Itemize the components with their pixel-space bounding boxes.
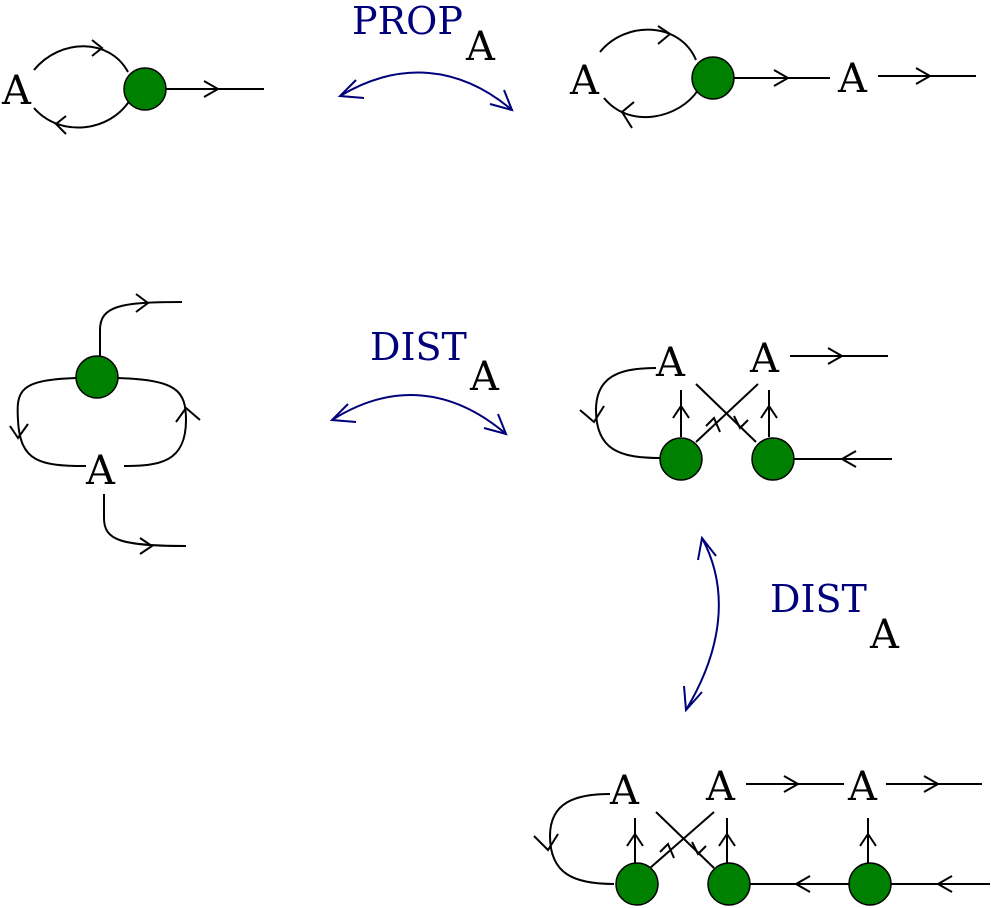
rule-name: DIST (370, 325, 467, 369)
rule-subscript: A (469, 354, 500, 400)
arrowhead (935, 875, 953, 893)
arrowhead (859, 832, 877, 847)
rule-subscript: A (869, 612, 900, 658)
arrowhead (783, 775, 801, 793)
diagram-2: A A (569, 25, 976, 129)
arrowhead (139, 537, 154, 555)
arrowhead (839, 450, 857, 468)
arrowhead (793, 875, 811, 893)
loop-edge-lower (603, 89, 699, 119)
cross-edge (649, 811, 715, 869)
node-label: A (569, 58, 600, 104)
arrowhead-right (483, 413, 508, 436)
arrowhead (626, 832, 644, 847)
arrowhead (827, 347, 845, 365)
rule-name: PROP (352, 0, 463, 43)
rule-name: DIST (770, 577, 867, 621)
vertex-node (751, 437, 795, 481)
arrowhead (9, 423, 29, 440)
loop-edge (548, 793, 615, 885)
arrowhead (533, 833, 559, 852)
arrowhead (760, 404, 778, 419)
arrowhead-right (489, 89, 514, 112)
diagram-1: A (1, 39, 264, 135)
loop-edge-upper (599, 28, 697, 61)
node-label: A (705, 764, 736, 810)
node-label: A (847, 764, 878, 810)
arrowhead (657, 25, 672, 45)
arrowhead (620, 101, 635, 129)
rule-prop: PROP A (337, 0, 514, 112)
arrowhead (672, 404, 690, 419)
double-arrow (331, 394, 507, 435)
out-edge-bottom (103, 494, 187, 547)
arrowhead (773, 69, 791, 87)
arrowhead-left (337, 79, 365, 99)
node-label: A (85, 448, 116, 494)
diagram-3: A (9, 293, 201, 555)
diagram-4: A A (579, 336, 892, 481)
vertex-node (848, 862, 892, 906)
node-label: A (749, 336, 780, 382)
arrowhead (923, 775, 941, 793)
vertex-node (707, 862, 751, 906)
double-arrow (339, 71, 513, 111)
arrowhead (54, 115, 67, 135)
double-arrow (685, 537, 720, 711)
out-edge-top (99, 301, 183, 356)
loop-edge-upper (33, 45, 129, 73)
arrowhead (175, 406, 201, 423)
arrowhead (718, 832, 736, 847)
arrowhead-left (329, 403, 357, 423)
vertex-node (659, 437, 703, 481)
loop-edge-left (16, 377, 87, 467)
arrowhead (203, 80, 221, 98)
node-label: A (837, 56, 868, 102)
arrowhead (579, 405, 605, 424)
arrowhead-bottom (683, 685, 703, 713)
arrowhead (659, 842, 675, 859)
rule-dist-1: DIST A (329, 325, 508, 436)
arrowhead (733, 415, 749, 430)
cross-edge (655, 811, 715, 869)
loop-edge-lower (33, 99, 131, 129)
vertex-node (123, 67, 167, 111)
rule-subscript: A (465, 24, 496, 70)
diagram-5: A A A (533, 764, 990, 906)
node-label: A (1, 68, 32, 114)
rule-dist-2: DIST A (683, 535, 900, 713)
arrowhead (691, 841, 707, 856)
arrowhead (915, 67, 933, 85)
node-label: A (609, 768, 640, 814)
arrowhead (135, 293, 150, 313)
loop-edge-right (117, 377, 188, 467)
arrowhead (705, 416, 721, 433)
cross-edge (695, 383, 757, 443)
vertex-node (75, 355, 119, 399)
arrowhead-top (697, 535, 717, 561)
vertex-node (691, 56, 735, 100)
vertex-node (615, 862, 659, 906)
arrowhead (91, 39, 104, 57)
loop-edge (594, 367, 661, 459)
node-label: A (655, 340, 686, 386)
